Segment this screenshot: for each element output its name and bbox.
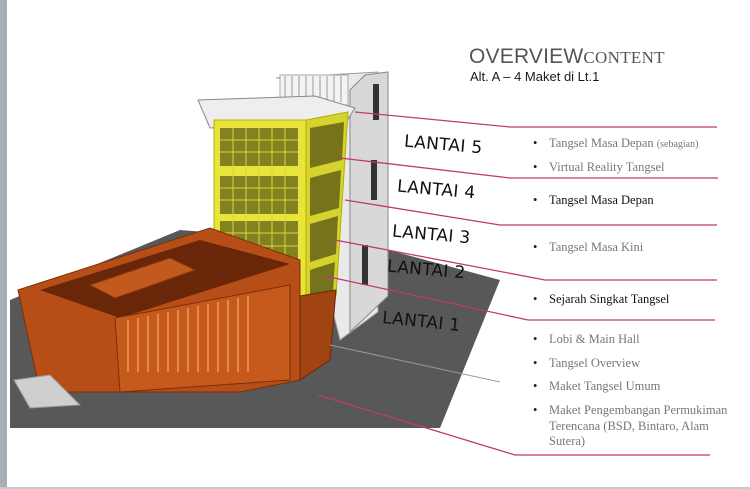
page-subtitle: Alt. A – 4 Maket di Lt.1 bbox=[470, 69, 600, 84]
floor-2-content-list: Sejarah Singkat Tangsel bbox=[533, 292, 669, 316]
list-item: Sejarah Singkat Tangsel bbox=[533, 292, 669, 308]
floor-4-content-list: Tangsel Masa Depan bbox=[533, 193, 654, 217]
list-item: Maket Pengembangan Permukiman Terencana … bbox=[533, 403, 733, 450]
slide: OVERVIEWCONTENT Alt. A – 4 Maket di Lt.1… bbox=[7, 0, 750, 487]
floor-5-content-list: Tangsel Masa Depan (sebagian) Virtual Re… bbox=[533, 136, 698, 183]
list-item: Tangsel Overview bbox=[533, 356, 733, 372]
leader-line-lantai-1 bbox=[324, 275, 715, 321]
leader-line-lantai-5 bbox=[354, 111, 717, 128]
window-bottom-edge bbox=[0, 487, 750, 489]
leader-line-lantai-2 bbox=[334, 239, 717, 281]
building-illustration bbox=[10, 71, 718, 456]
leader-line-lantai-3 bbox=[344, 199, 717, 226]
list-item: Tangsel Masa Depan (sebagian) bbox=[533, 136, 698, 152]
floor-1-content-list: Lobi & Main Hall Tangsel Overview Maket … bbox=[533, 332, 733, 458]
page-title: OVERVIEWCONTENT bbox=[469, 45, 665, 68]
leader-line-lantai-4 bbox=[339, 157, 718, 179]
list-item: Virtual Reality Tangsel bbox=[533, 160, 698, 176]
list-item: Tangsel Masa Depan bbox=[533, 193, 654, 209]
list-item: Lobi & Main Hall bbox=[533, 332, 733, 348]
list-item: Maket Tangsel Umum bbox=[533, 379, 733, 395]
window-left-edge bbox=[0, 0, 7, 489]
floor-3-content-list: Tangsel Masa Kini bbox=[533, 240, 643, 264]
list-item: Tangsel Masa Kini bbox=[533, 240, 643, 256]
leader-line-ground bbox=[317, 394, 710, 456]
